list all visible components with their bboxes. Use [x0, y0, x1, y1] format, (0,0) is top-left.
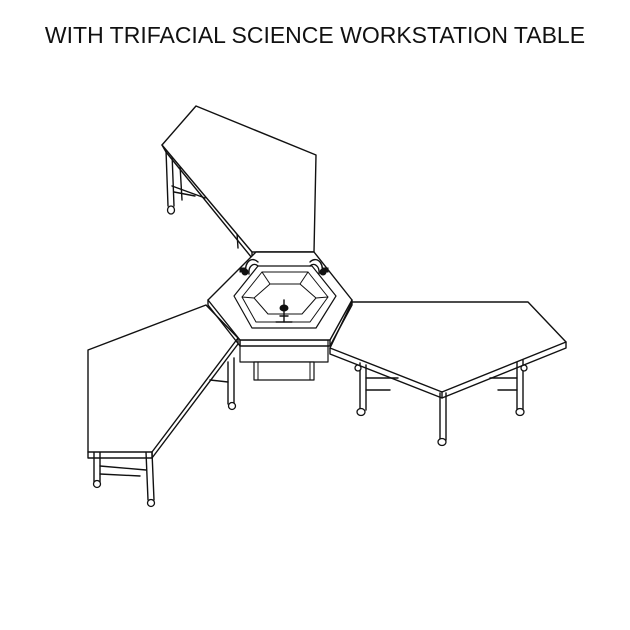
table-wing-right: [329, 301, 567, 447]
faucet-left: [239, 258, 259, 276]
table-wing-top: [161, 105, 317, 259]
wing-right-legs: [354, 359, 528, 447]
diagram-caption: WITH TRIFACIAL SCIENCE WORKSTATION TABLE: [44, 22, 586, 48]
table-wing-left: [87, 304, 239, 508]
sink-unit: [207, 251, 353, 381]
sink-drain: [275, 299, 293, 323]
sink-basin: [233, 265, 337, 329]
wing-left-legs: [92, 357, 237, 508]
faucet-right: [309, 258, 329, 276]
